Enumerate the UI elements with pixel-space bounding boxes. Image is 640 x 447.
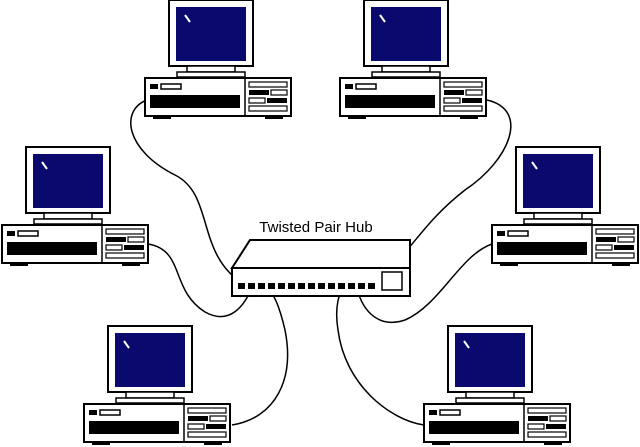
hub-port xyxy=(308,283,315,289)
twisted-pair-hub xyxy=(230,239,411,297)
cable-top-left xyxy=(130,99,246,286)
hub-port xyxy=(318,283,325,289)
hub-label: Twisted Pair Hub xyxy=(259,219,372,236)
hub-port xyxy=(248,283,255,289)
workstation-middle-left xyxy=(1,146,149,267)
hub-port xyxy=(298,283,305,289)
hub-port xyxy=(328,283,335,289)
workstation-top-left xyxy=(144,0,292,120)
hub-port xyxy=(238,283,245,289)
hub-port xyxy=(258,283,265,289)
hub-port xyxy=(288,283,295,289)
hub-port xyxy=(278,283,285,289)
cable-middle-left xyxy=(147,243,253,318)
workstation-middle-right xyxy=(491,146,639,267)
workstation-bottom-left xyxy=(83,325,231,446)
workstation-top-right xyxy=(339,0,487,120)
hub-port xyxy=(368,283,375,289)
hub-port xyxy=(358,283,365,289)
hub-port xyxy=(268,283,275,289)
cable-middle-right xyxy=(356,243,493,323)
hub-port xyxy=(338,283,345,289)
hub-port xyxy=(348,283,355,289)
hub-ports xyxy=(238,283,375,289)
cable-bottom-right xyxy=(335,286,425,426)
workstation-bottom-right xyxy=(423,325,571,446)
